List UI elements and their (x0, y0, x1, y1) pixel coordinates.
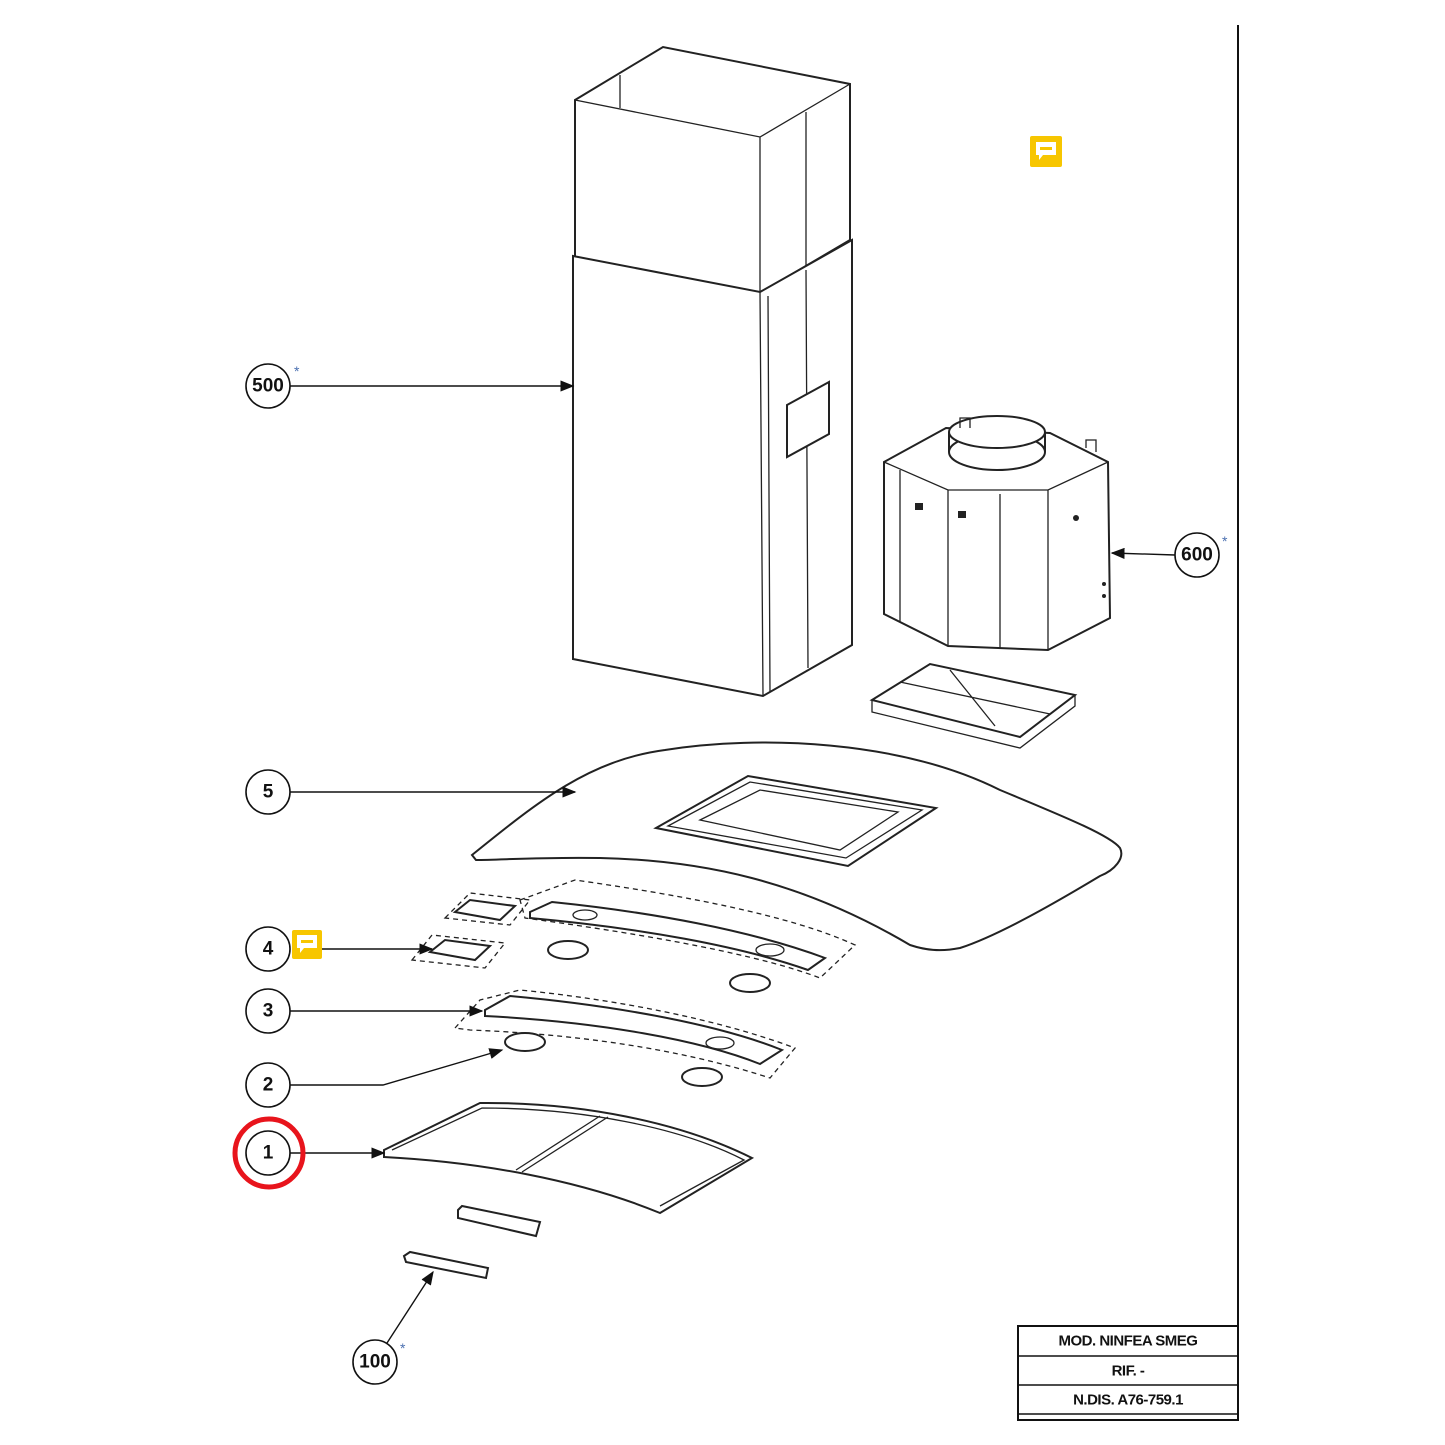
svg-text:500: 500 (252, 376, 284, 397)
svg-text:100: 100 (359, 1352, 391, 1373)
lighting-part-4[interactable] (410, 879, 857, 993)
leader-lines (290, 380, 1176, 1344)
control-panel-part-100[interactable] (402, 1204, 542, 1280)
motor-unit-part-600[interactable] (883, 415, 1112, 652)
carbon-filter (869, 662, 1078, 749)
highlight-ring (232, 1116, 306, 1190)
callout-600[interactable]: 600 * (1174, 532, 1228, 578)
callout-1[interactable]: 1 (232, 1116, 306, 1190)
comment-icon[interactable] (1030, 136, 1062, 167)
svg-text:3: 3 (263, 1001, 274, 1022)
callout-2[interactable]: 2 (245, 1062, 291, 1108)
ref-text: RIF. - (1112, 1363, 1145, 1380)
callout-500[interactable]: 500 * (245, 363, 300, 409)
svg-text:1: 1 (263, 1143, 274, 1164)
callout-5[interactable]: 5 (245, 769, 291, 815)
svg-text:*: * (294, 363, 300, 379)
grease-filter-part-1[interactable] (383, 1101, 755, 1215)
svg-text:600: 600 (1181, 545, 1213, 566)
callout-3[interactable]: 3 (245, 988, 291, 1034)
canopy-part-5[interactable] (470, 741, 1123, 952)
title-block: MOD. NINFEA SMEG RIF. - N.DIS. A76-759.1 (1017, 1325, 1239, 1421)
drawing-number-text: N.DIS. A76-759.1 (1073, 1392, 1183, 1409)
callout-100[interactable]: 100 * (352, 1339, 406, 1385)
svg-text:*: * (400, 1340, 406, 1356)
svg-text:*: * (1222, 533, 1228, 549)
svg-text:5: 5 (263, 782, 274, 803)
callout-4[interactable]: 4 (245, 926, 291, 972)
svg-text:2: 2 (263, 1075, 274, 1096)
model-text: MOD. NINFEA SMEG (1059, 1333, 1198, 1350)
svg-text:4: 4 (263, 939, 274, 960)
light-rail-part-3[interactable] (453, 989, 797, 1087)
comment-icon[interactable] (292, 930, 322, 959)
chimney-part-500[interactable] (572, 45, 853, 698)
